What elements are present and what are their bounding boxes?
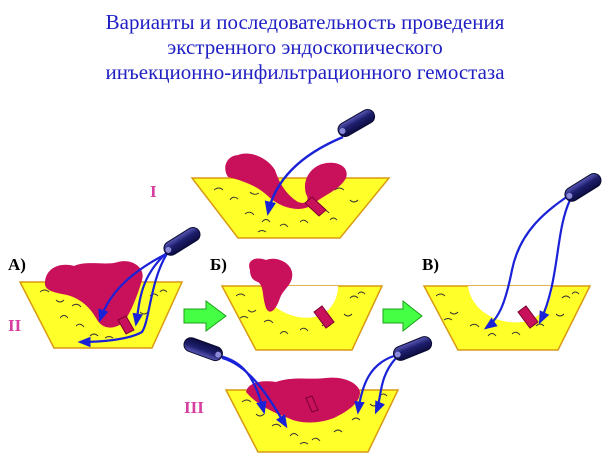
label-B: Б) [210, 255, 227, 274]
panel-V: В) [422, 171, 604, 350]
green-right-arrow-icon [383, 301, 422, 331]
label-roman-III: III [184, 398, 204, 417]
panel-B: Б) [210, 255, 382, 350]
panel-A: А) II [8, 225, 203, 348]
panel-III: III [182, 335, 434, 452]
label-V: В) [422, 255, 439, 274]
label-roman-II: II [8, 316, 22, 335]
green-right-arrow-icon [184, 301, 226, 331]
endoscope-icon [336, 107, 378, 139]
endoscope-icon [161, 225, 202, 258]
endoscope-icon [182, 336, 224, 363]
panel-I: I [150, 107, 389, 238]
label-A: А) [8, 255, 26, 274]
endoscope-icon [391, 335, 433, 363]
endoscope-icon [562, 171, 603, 204]
label-roman-I: I [150, 182, 157, 201]
